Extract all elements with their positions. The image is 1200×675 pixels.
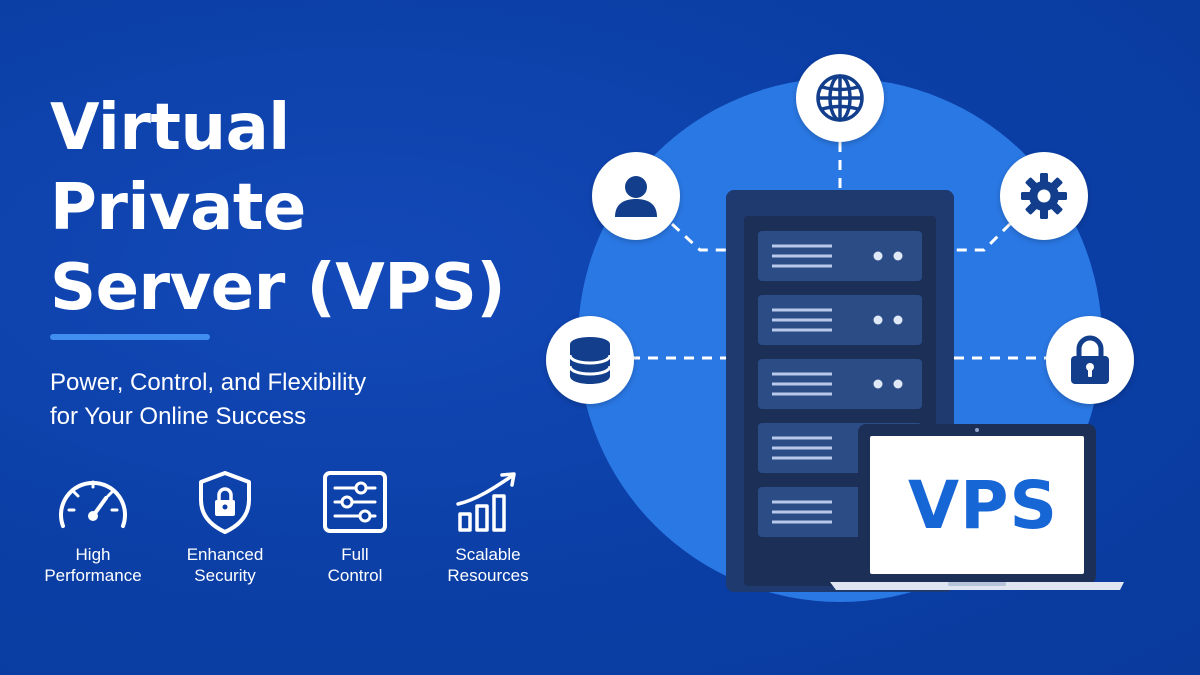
globe-node: [796, 54, 884, 142]
globe-icon: [816, 74, 864, 122]
title-divider: [50, 334, 210, 340]
headline-line-1: Virtual: [50, 91, 290, 165]
tagline-line-1: Power, Control, and Flexibility: [50, 369, 367, 396]
server-unit: [758, 231, 922, 281]
feature-label: Enhanced Security: [186, 545, 264, 585]
feature-scalable-resources: Scalable Resources: [423, 470, 553, 586]
speedometer-icon: [59, 480, 127, 528]
shield-lock-icon: [199, 471, 251, 534]
tagline-line-2: for Your Online Success: [50, 403, 307, 430]
growth-chart-icon: [456, 472, 516, 532]
database-icon: [568, 337, 612, 384]
server-unit: [758, 295, 922, 345]
connection-lines: [630, 142, 1050, 360]
database-node: [546, 316, 634, 404]
server-unit: [758, 359, 922, 409]
laptop: [830, 424, 1124, 590]
tagline: Power, Control, and Flexibility for Your…: [50, 366, 470, 434]
lock-node: [1046, 316, 1134, 404]
feature-label: Scalable Resources: [447, 545, 529, 585]
user-node: [592, 152, 680, 240]
feature-full-control: Full Control: [290, 470, 420, 586]
sliders-icon: [323, 471, 387, 533]
gear-node: [1000, 152, 1088, 240]
feature-enhanced-security: Enhanced Security: [160, 470, 290, 586]
headline-line-2: Private: [50, 171, 306, 245]
feature-label: Full Control: [327, 545, 383, 585]
feature-label: High Performance: [44, 545, 142, 585]
server-illustration: VPS: [540, 40, 1200, 620]
headline-line-3: Server (VPS): [50, 251, 506, 325]
feature-list: High Performance Enhanced Security: [28, 470, 548, 600]
lock-icon: [1071, 335, 1109, 384]
headline: Virtual Private Server (VPS): [50, 88, 520, 328]
server-network-graphic: [578, 78, 1124, 602]
feature-high-performance: High Performance: [28, 470, 158, 586]
user-icon: [615, 176, 657, 217]
laptop-screen-text: VPS: [908, 466, 1058, 544]
gear-icon: [1021, 173, 1067, 219]
